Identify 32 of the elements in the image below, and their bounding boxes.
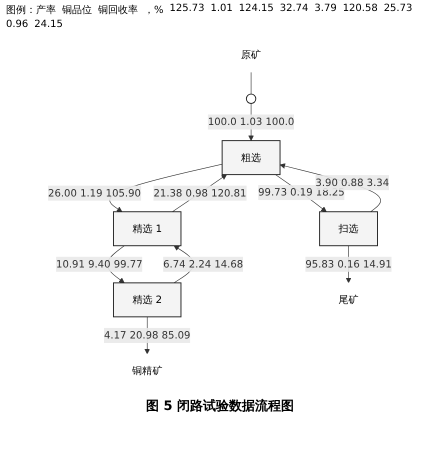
stream-value: 125.73: [170, 3, 205, 16]
stream-value: 铜品位: [62, 4, 92, 17]
connector: [250, 72, 252, 94]
edge-label: 100.0 1.03 100.0: [208, 116, 294, 128]
edge-label: 4.17 20.98 85.09: [104, 329, 191, 342]
node-circle: [246, 94, 256, 104]
stream-value: 25.73: [384, 3, 412, 16]
edge-label: 21.38 0.98 120.81: [154, 186, 246, 199]
edge-label: 10.91 9.40 99.77: [56, 258, 143, 270]
edge-label: 6.74 2.24 14.68: [163, 258, 244, 270]
node-text: 尾矿: [338, 294, 359, 306]
stream-value: 24.15: [34, 19, 63, 30]
node-box: 精选 1: [113, 211, 182, 246]
node-box: 精选 2: [113, 282, 182, 318]
node-box: 扫选: [319, 211, 378, 246]
edge-label: 99.73 0.19 18.25: [258, 186, 345, 198]
stream-value: ，%: [144, 4, 164, 17]
figure-caption: 图 5 闭路试验数据流程图: [144, 398, 296, 415]
edge-label: 26.00 1.19 105.90: [48, 186, 141, 199]
node-text: 铜精矿: [132, 364, 162, 377]
stream-value: 32.74: [280, 3, 308, 16]
stream-value: 124.15: [238, 3, 274, 16]
edge-label: 95.83 0.16 14.91: [305, 258, 392, 270]
stream-value: 图例：产率: [6, 4, 56, 17]
edge-label: 3.90 0.88 3.34: [316, 176, 390, 188]
node-box: 粗选: [222, 140, 281, 176]
stream-value: 1.01: [210, 3, 233, 16]
stream-value: 3.79: [314, 3, 337, 16]
stream-value: 0.96: [6, 19, 28, 30]
stream-value: 120.58: [342, 3, 378, 16]
stream-value: 铜回收率: [98, 4, 138, 17]
node-text: 原矿: [241, 48, 262, 61]
